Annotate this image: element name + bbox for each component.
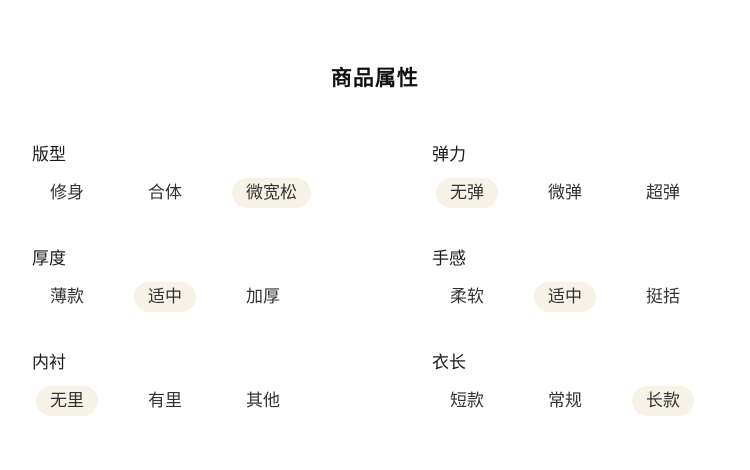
attribute-group-label: 内衬 bbox=[32, 353, 66, 372]
attribute-group-label: 厚度 bbox=[32, 249, 66, 268]
attribute-option-selected[interactable]: 无弹 bbox=[436, 178, 498, 208]
attribute-option[interactable]: 薄款 bbox=[50, 287, 84, 306]
attribute-group-label: 衣长 bbox=[432, 353, 466, 372]
attribute-group: 衣长 短款 常规 长款 bbox=[432, 354, 750, 416]
attribute-option[interactable]: 有里 bbox=[148, 391, 182, 410]
attribute-group-label: 版型 bbox=[32, 145, 66, 164]
attribute-option[interactable]: 修身 bbox=[50, 183, 84, 202]
attribute-options-row: 无里 有里 其他 bbox=[36, 386, 432, 416]
attribute-group: 手感 柔软 适中 挺括 bbox=[432, 250, 750, 312]
attribute-grid: 版型 修身 合体 微宽松 弹力 无弹 微弹 超弹 厚度 薄款 适中 加厚 手感 … bbox=[0, 146, 750, 416]
attribute-option-selected[interactable]: 无里 bbox=[36, 386, 98, 416]
attribute-option-selected[interactable]: 适中 bbox=[534, 282, 596, 312]
attribute-option[interactable]: 常规 bbox=[548, 391, 582, 410]
attribute-group-label: 手感 bbox=[432, 249, 466, 268]
attribute-option-selected[interactable]: 微宽松 bbox=[232, 178, 311, 208]
attribute-group: 厚度 薄款 适中 加厚 bbox=[32, 250, 432, 312]
attribute-option[interactable]: 加厚 bbox=[246, 287, 280, 306]
attribute-options-row: 短款 常规 长款 bbox=[436, 386, 750, 416]
attribute-option[interactable]: 其他 bbox=[246, 391, 280, 410]
attribute-option[interactable]: 短款 bbox=[450, 391, 484, 410]
attribute-option[interactable]: 微弹 bbox=[548, 183, 582, 202]
attribute-option[interactable]: 柔软 bbox=[450, 287, 484, 306]
attribute-options-row: 修身 合体 微宽松 bbox=[36, 178, 432, 208]
attribute-option-selected[interactable]: 适中 bbox=[134, 282, 196, 312]
attribute-option[interactable]: 超弹 bbox=[646, 183, 680, 202]
attribute-option-selected[interactable]: 长款 bbox=[632, 386, 694, 416]
attribute-group: 版型 修身 合体 微宽松 bbox=[32, 146, 432, 208]
attribute-options-row: 薄款 适中 加厚 bbox=[36, 282, 432, 312]
attribute-group-label: 弹力 bbox=[432, 145, 466, 164]
attribute-option[interactable]: 合体 bbox=[148, 183, 182, 202]
attribute-options-row: 柔软 适中 挺括 bbox=[436, 282, 750, 312]
attribute-option[interactable]: 挺括 bbox=[646, 287, 680, 306]
page-title: 商品属性 bbox=[331, 67, 419, 90]
attribute-options-row: 无弹 微弹 超弹 bbox=[436, 178, 750, 208]
attribute-group: 内衬 无里 有里 其他 bbox=[32, 354, 432, 416]
attribute-group: 弹力 无弹 微弹 超弹 bbox=[432, 146, 750, 208]
